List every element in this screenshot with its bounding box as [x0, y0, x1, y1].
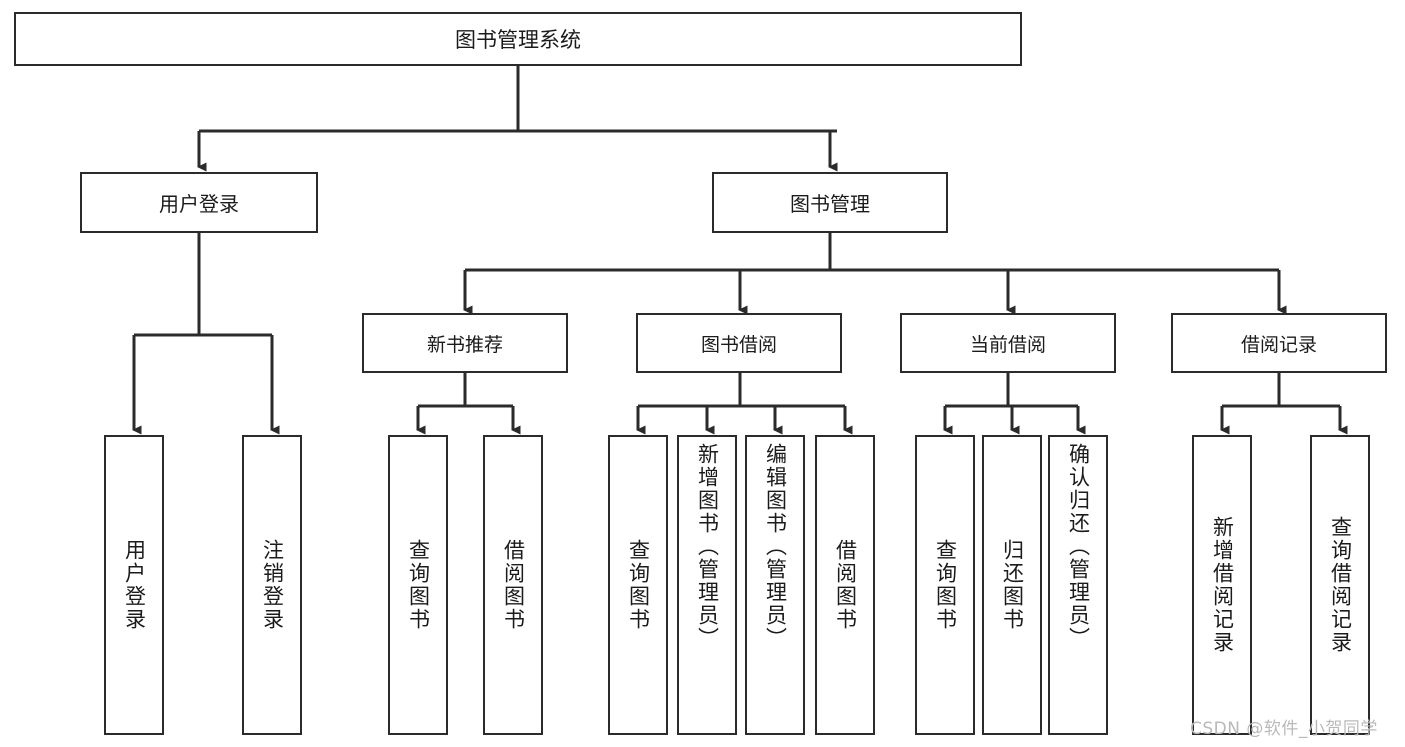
node-book-borrow[interactable]: 图书借阅 [636, 313, 842, 373]
leaf-inner: 新增图书（管理员） [679, 437, 735, 739]
leaf-book-borrow-add-book-admin[interactable]: 新增图书（管理员） [677, 435, 737, 735]
node-label: 查询图书 [626, 539, 651, 631]
leaf-inner: 确认归还（管理员） [1050, 437, 1106, 739]
leaf-inner: 借阅图书 [485, 437, 541, 733]
node-label: 图书管理 [790, 192, 870, 216]
node-book-management[interactable]: 图书管理 [712, 172, 948, 233]
leaf-inner: 查询借阅记录 [1312, 437, 1368, 733]
leaf-new-book-borrow-book[interactable]: 借阅图书 [483, 435, 543, 735]
node-label: 查询图书 [406, 539, 431, 631]
node-label: 用户登录 [122, 539, 147, 631]
node-label: 查询借阅记录 [1328, 516, 1353, 654]
leaf-inner: 查询图书 [390, 437, 446, 733]
leaf-book-borrow-edit-book-admin[interactable]: 编辑图书（管理员） [745, 435, 805, 735]
node-label: 新书推荐 [426, 333, 503, 356]
node-new-book-recommend[interactable]: 新书推荐 [362, 313, 568, 373]
node-label: 注销登录 [260, 539, 285, 631]
leaf-current-borrow-return-book[interactable]: 归还图书 [982, 435, 1042, 735]
leaf-current-borrow-confirm-return-admin[interactable]: 确认归还（管理员） [1048, 435, 1108, 735]
leaf-inner: 用户登录 [106, 437, 162, 733]
leaf-book-borrow-borrow-book[interactable]: 借阅图书 [815, 435, 875, 735]
leaf-inner: 编辑图书（管理员） [747, 437, 803, 739]
node-label: 新增借阅记录 [1210, 516, 1235, 654]
node-label: 确认归还（管理员） [1066, 443, 1091, 650]
leaf-current-borrow-query-book[interactable]: 查询图书 [915, 435, 975, 735]
node-label: 查询图书 [933, 539, 958, 631]
csdn-watermark: CSDN @软件_小贺同学 [1190, 719, 1378, 739]
node-label: 借阅记录 [1240, 333, 1317, 356]
leaf-inner: 归还图书 [984, 437, 1040, 733]
node-label: 借阅图书 [501, 539, 526, 631]
leaf-borrow-record-add-record[interactable]: 新增借阅记录 [1192, 435, 1252, 735]
leaf-inner: 新增借阅记录 [1194, 437, 1250, 733]
node-user-login[interactable]: 用户登录 [80, 172, 318, 233]
leaf-user-login-login[interactable]: 用户登录 [104, 435, 164, 735]
node-label: 新增图书（管理员） [695, 443, 720, 650]
leaf-user-login-logout[interactable]: 注销登录 [242, 435, 302, 735]
leaf-borrow-record-query-record[interactable]: 查询借阅记录 [1310, 435, 1370, 735]
leaf-inner: 查询图书 [610, 437, 666, 733]
leaf-inner: 借阅图书 [817, 437, 873, 733]
node-root-book-management-system[interactable]: 图书管理系统 [14, 12, 1022, 66]
leaf-inner: 注销登录 [244, 437, 300, 733]
node-label: 借阅图书 [833, 539, 858, 631]
leaf-book-borrow-query-book[interactable]: 查询图书 [608, 435, 668, 735]
node-label: 当前借阅 [969, 333, 1046, 356]
node-label: 归还图书 [1000, 539, 1025, 631]
node-label: 图书管理系统 [455, 28, 581, 52]
leaf-new-book-query-book[interactable]: 查询图书 [388, 435, 448, 735]
leaf-inner: 查询图书 [917, 437, 973, 733]
node-label: 图书借阅 [700, 333, 777, 356]
node-label: 编辑图书（管理员） [763, 443, 788, 650]
node-borrow-record[interactable]: 借阅记录 [1171, 313, 1387, 373]
node-current-borrow[interactable]: 当前借阅 [900, 313, 1116, 373]
node-label: 用户登录 [159, 192, 239, 216]
